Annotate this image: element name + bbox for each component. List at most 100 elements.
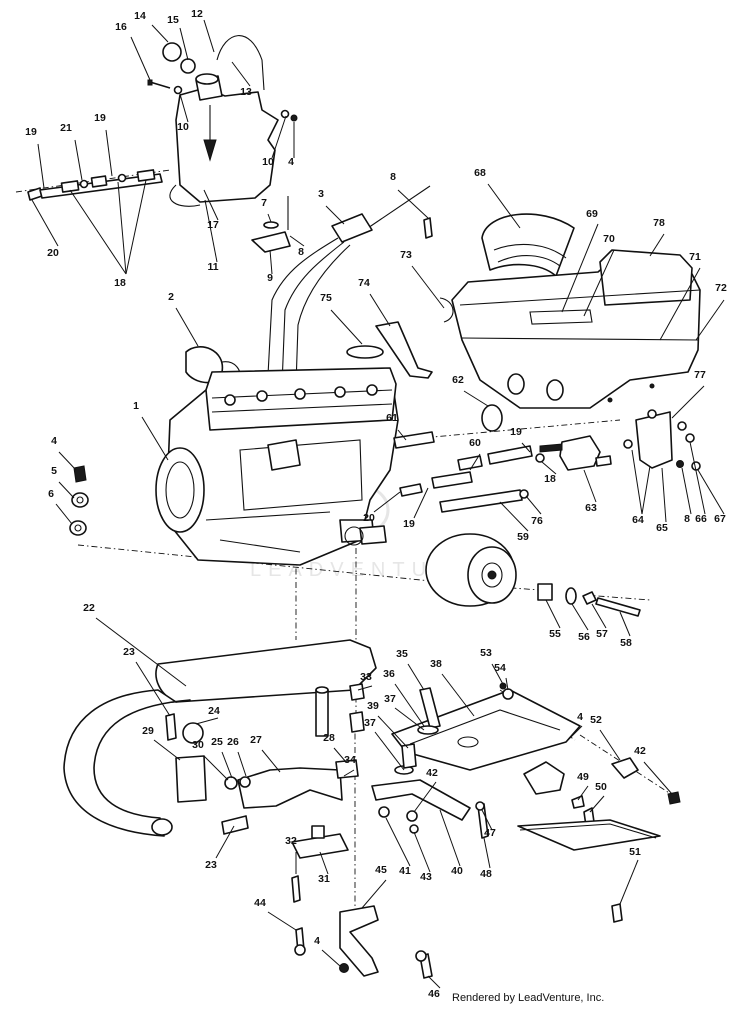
callout-51: 51 [629,846,641,858]
callout-52: 52 [590,714,602,726]
callout-48: 48 [480,868,492,880]
callout-76: 76 [531,515,543,527]
callout-28: 28 [323,732,335,744]
callout-29: 29 [142,725,154,737]
callout-4: 4 [577,711,583,723]
intake-boot [481,404,503,432]
callout-78: 78 [653,217,665,229]
callout-56: 56 [578,631,590,643]
oil-cap [162,42,182,62]
callout-18: 18 [544,473,556,485]
callout-23: 23 [205,859,217,871]
callout-30: 30 [192,739,204,751]
callout-3: 3 [318,188,324,200]
callout-33: 33 [360,671,372,683]
callout-55: 55 [549,628,561,640]
front-engine-bracket [371,779,489,839]
callout-45: 45 [375,864,387,876]
exhaust-gasket [175,755,207,803]
callout-47: 47 [484,827,496,839]
callout-20: 20 [363,512,375,524]
callout-31: 31 [318,873,330,885]
callout-10: 10 [262,156,274,168]
crankshaft-stub [359,525,387,545]
callout-68: 68 [474,167,486,179]
callout-35: 35 [396,648,408,660]
callout-19: 19 [510,426,522,438]
callout-7: 7 [261,197,267,209]
callout-1: 1 [133,400,139,412]
callout-74: 74 [358,277,370,289]
air-silencer-assembly [451,213,701,432]
callout-54: 54 [494,662,506,674]
engine-assembly [155,367,399,566]
callout-leaders [31,19,725,989]
oil-pump [539,435,612,471]
callout-38: 38 [430,658,442,670]
callout-19: 19 [25,126,37,138]
air-silencer-lid [599,249,693,306]
oil-tank [175,87,279,203]
callout-66: 66 [695,513,707,525]
callout-77: 77 [694,369,706,381]
callout-50: 50 [595,781,607,793]
mounting-bracket-right [623,409,701,471]
exhaust-pipe [63,689,191,837]
callout-42: 42 [634,745,646,757]
callout-6: 6 [48,488,54,500]
callout-19: 19 [403,518,415,530]
callout-61: 61 [386,412,398,424]
callout-15: 15 [167,14,179,26]
callout-75: 75 [320,292,332,304]
footer-credit: Rendered by LeadVenture, Inc. [452,992,605,1004]
callout-42: 42 [426,767,438,779]
callout-18: 18 [114,277,126,289]
callout-27: 27 [250,734,262,746]
callout-8: 8 [390,171,396,183]
callout-59: 59 [517,531,529,543]
callout-20: 20 [47,247,59,259]
callout-62: 62 [452,374,464,386]
callout-10: 10 [177,121,189,133]
muffler [155,639,377,703]
lower-bracket [294,905,433,979]
callout-9: 9 [267,272,273,284]
callout-16: 16 [115,21,127,33]
right-engine-mount [517,757,681,923]
callout-43: 43 [420,871,432,883]
callout-17: 17 [207,219,219,231]
callout-73: 73 [400,249,412,261]
callout-13: 13 [240,86,252,98]
callout-58: 58 [620,637,632,649]
callout-37: 37 [364,717,376,729]
callout-22: 22 [83,602,95,614]
callout-12: 12 [191,8,203,20]
callout-8: 8 [298,246,304,258]
exhaust-assembly [63,639,377,903]
callout-41: 41 [399,865,411,877]
oil-line-assembly [27,169,163,201]
upper-brackets [346,297,454,379]
callout-14: 14 [134,10,146,22]
callout-11: 11 [207,261,218,273]
callout-21: 21 [60,122,72,134]
callout-60: 60 [469,437,481,449]
callout-34: 34 [344,754,356,766]
callout-5: 5 [51,465,57,477]
callout-63: 63 [585,502,597,514]
callout-8: 8 [684,513,690,525]
callout-19: 19 [94,112,106,124]
oil-pump-lines [393,431,545,513]
exhaust-manifold [237,767,343,809]
callout-69: 69 [586,208,598,220]
callout-39: 39 [367,700,379,712]
callout-53: 53 [480,647,492,659]
callout-40: 40 [451,865,463,877]
callout-26: 26 [227,736,239,748]
callout-2: 2 [168,291,174,303]
drive-clutch-assembly [425,533,641,617]
oil-tank-assembly [147,35,298,253]
flywheel-housing [155,447,205,533]
